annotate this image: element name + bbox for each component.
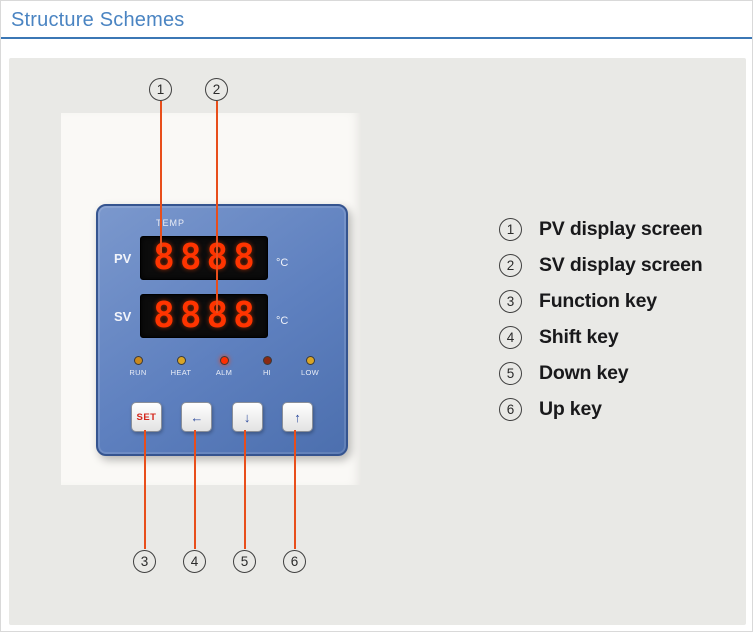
legend-label-3: Function key — [539, 289, 657, 312]
led-alm: ALM — [210, 356, 238, 377]
sv-row: SV 8888 °C — [112, 294, 338, 338]
legend: 1 PV display screen 2 SV display screen … — [499, 217, 703, 433]
pv-row: PV 8888 °C — [112, 236, 338, 280]
led-low: LOW — [296, 356, 324, 377]
callout-4: 4 — [183, 550, 206, 573]
legend-label-5: Down key — [539, 361, 629, 384]
callout-6: 6 — [283, 550, 306, 573]
temperature-controller: TEMP PV 8888 °C SV 8888 °C RUN HEAT — [96, 204, 348, 456]
heat-led-icon — [176, 356, 186, 365]
callout-5: 5 — [233, 550, 256, 573]
callout-3: 3 — [133, 550, 156, 573]
legend-label-1: PV display screen — [539, 217, 703, 240]
leader-line-4 — [194, 430, 196, 549]
sv-unit-label: °C — [276, 315, 289, 327]
up-arrow-icon: ↑ — [294, 409, 301, 425]
down-key: ↓ — [231, 402, 263, 432]
legend-label-2: SV display screen — [539, 253, 703, 276]
heat-led-label: HEAT — [170, 368, 192, 377]
led-heat: HEAT — [167, 356, 195, 377]
sv-display-screen: 8888 — [140, 294, 268, 338]
pv-unit-label: °C — [276, 257, 289, 269]
legend-item-down: 5 Down key — [499, 361, 703, 385]
low-led-label: LOW — [301, 368, 319, 377]
leader-line-5 — [244, 430, 246, 549]
led-hi: HI — [253, 356, 281, 377]
led-run: RUN — [124, 356, 152, 377]
page-title: Structure Schemes — [11, 9, 185, 31]
hi-led-icon — [262, 356, 272, 365]
up-key: ↑ — [281, 402, 313, 432]
legend-num-6: 6 — [499, 397, 522, 421]
alm-led-label: ALM — [215, 368, 233, 377]
pv-label: PV — [114, 250, 132, 266]
left-arrow-icon: ← — [190, 409, 204, 425]
leader-line-2 — [216, 101, 218, 313]
indicator-led-row: RUN HEAT ALM HI LOW — [124, 356, 324, 377]
set-function-key: SET — [131, 402, 162, 432]
legend-label-6: Up key — [539, 397, 602, 420]
leader-line-6 — [294, 430, 296, 549]
legend-num-4: 4 — [499, 325, 522, 349]
legend-item-up: 6 Up key — [499, 397, 703, 421]
legend-num-5: 5 — [499, 361, 522, 385]
shift-key: ← — [181, 402, 213, 432]
legend-item-sv: 2 SV display screen — [499, 253, 703, 277]
set-key-label: SET — [136, 411, 157, 423]
legend-num-2: 2 — [499, 253, 522, 277]
callout-1: 1 — [149, 78, 172, 101]
down-arrow-icon: ↓ — [243, 409, 251, 425]
leader-line-3 — [144, 430, 146, 549]
alm-led-icon — [219, 356, 229, 365]
device-button-row: SET ← ↓ ↑ — [131, 402, 313, 432]
pv-digits: 8888 — [153, 237, 260, 278]
callout-2: 2 — [205, 78, 228, 101]
sv-label: SV — [114, 308, 132, 324]
temp-label: TEMP — [156, 218, 186, 228]
legend-item-function: 3 Function key — [499, 289, 703, 313]
hi-led-label: HI — [262, 368, 272, 377]
leader-line-1 — [160, 101, 162, 253]
run-led-icon — [133, 356, 143, 365]
legend-item-shift: 4 Shift key — [499, 325, 703, 349]
header-divider — [1, 37, 752, 39]
legend-label-4: Shift key — [539, 325, 619, 348]
legend-item-pv: 1 PV display screen — [499, 217, 703, 241]
legend-num-1: 1 — [499, 217, 522, 241]
legend-num-3: 3 — [499, 289, 522, 313]
run-led-label: RUN — [129, 368, 147, 377]
low-led-icon — [305, 356, 315, 365]
sv-digits: 8888 — [153, 295, 260, 336]
